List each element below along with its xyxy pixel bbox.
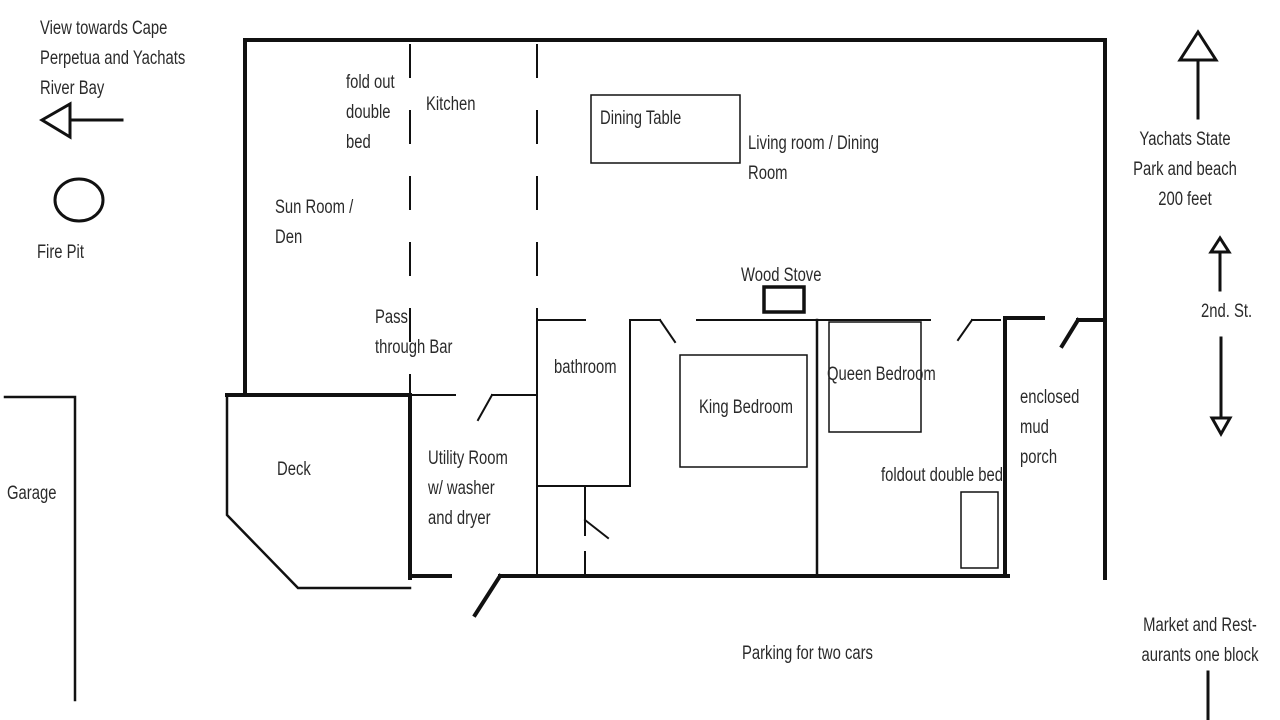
king-bedroom-label: King Bedroom [699, 397, 793, 418]
foldout-bed [960, 491, 999, 569]
fire-pit-icon [53, 177, 105, 223]
state-park-label: Yachats State Park and beach 200 feet [1133, 129, 1237, 210]
market-label: Market and Rest- aurants one block [1141, 615, 1259, 666]
utility-room-label: Utility Room w/ washer and dryer [428, 448, 508, 529]
bathroom-label: bathroom [554, 357, 617, 378]
up-arrow-icon [1177, 29, 1219, 120]
wood-stove [762, 285, 806, 314]
fold-out-bed-label: fold out double bed [346, 72, 395, 153]
fire-pit-label: Fire Pit [37, 242, 84, 263]
sun-room-label: Sun Room / Den [275, 197, 354, 248]
left-arrow-icon [39, 101, 124, 140]
deck-label: Deck [277, 459, 311, 480]
garage-outline [3, 395, 77, 702]
kitchen-label: Kitchen [426, 94, 476, 115]
queen-bedroom-label: Queen Bedroom [827, 364, 936, 385]
dining-table-label: Dining Table [600, 108, 682, 129]
dining-table [590, 94, 741, 164]
deck-outline [225, 393, 412, 590]
parking-label: Parking for two cars [742, 643, 873, 664]
garage-label: Garage [7, 483, 57, 504]
street-label: 2nd. St. [1201, 301, 1253, 322]
interior-walls [409, 44, 1001, 578]
pass-through-bar-label: Pass through Bar [375, 307, 453, 358]
living-room-label: Living room / Dining Room [748, 133, 879, 184]
mud-porch-label: enclosed mud porch [1020, 387, 1080, 468]
queen-bed [828, 321, 922, 433]
street-arrows-icon [1206, 235, 1233, 720]
king-bed [679, 354, 808, 468]
wood-stove-label: Wood Stove [741, 265, 822, 286]
foldout-double-bed-label: foldout double bed [881, 465, 1003, 486]
view-label: View towards Cape Perpetua and Yachats R… [40, 18, 186, 99]
